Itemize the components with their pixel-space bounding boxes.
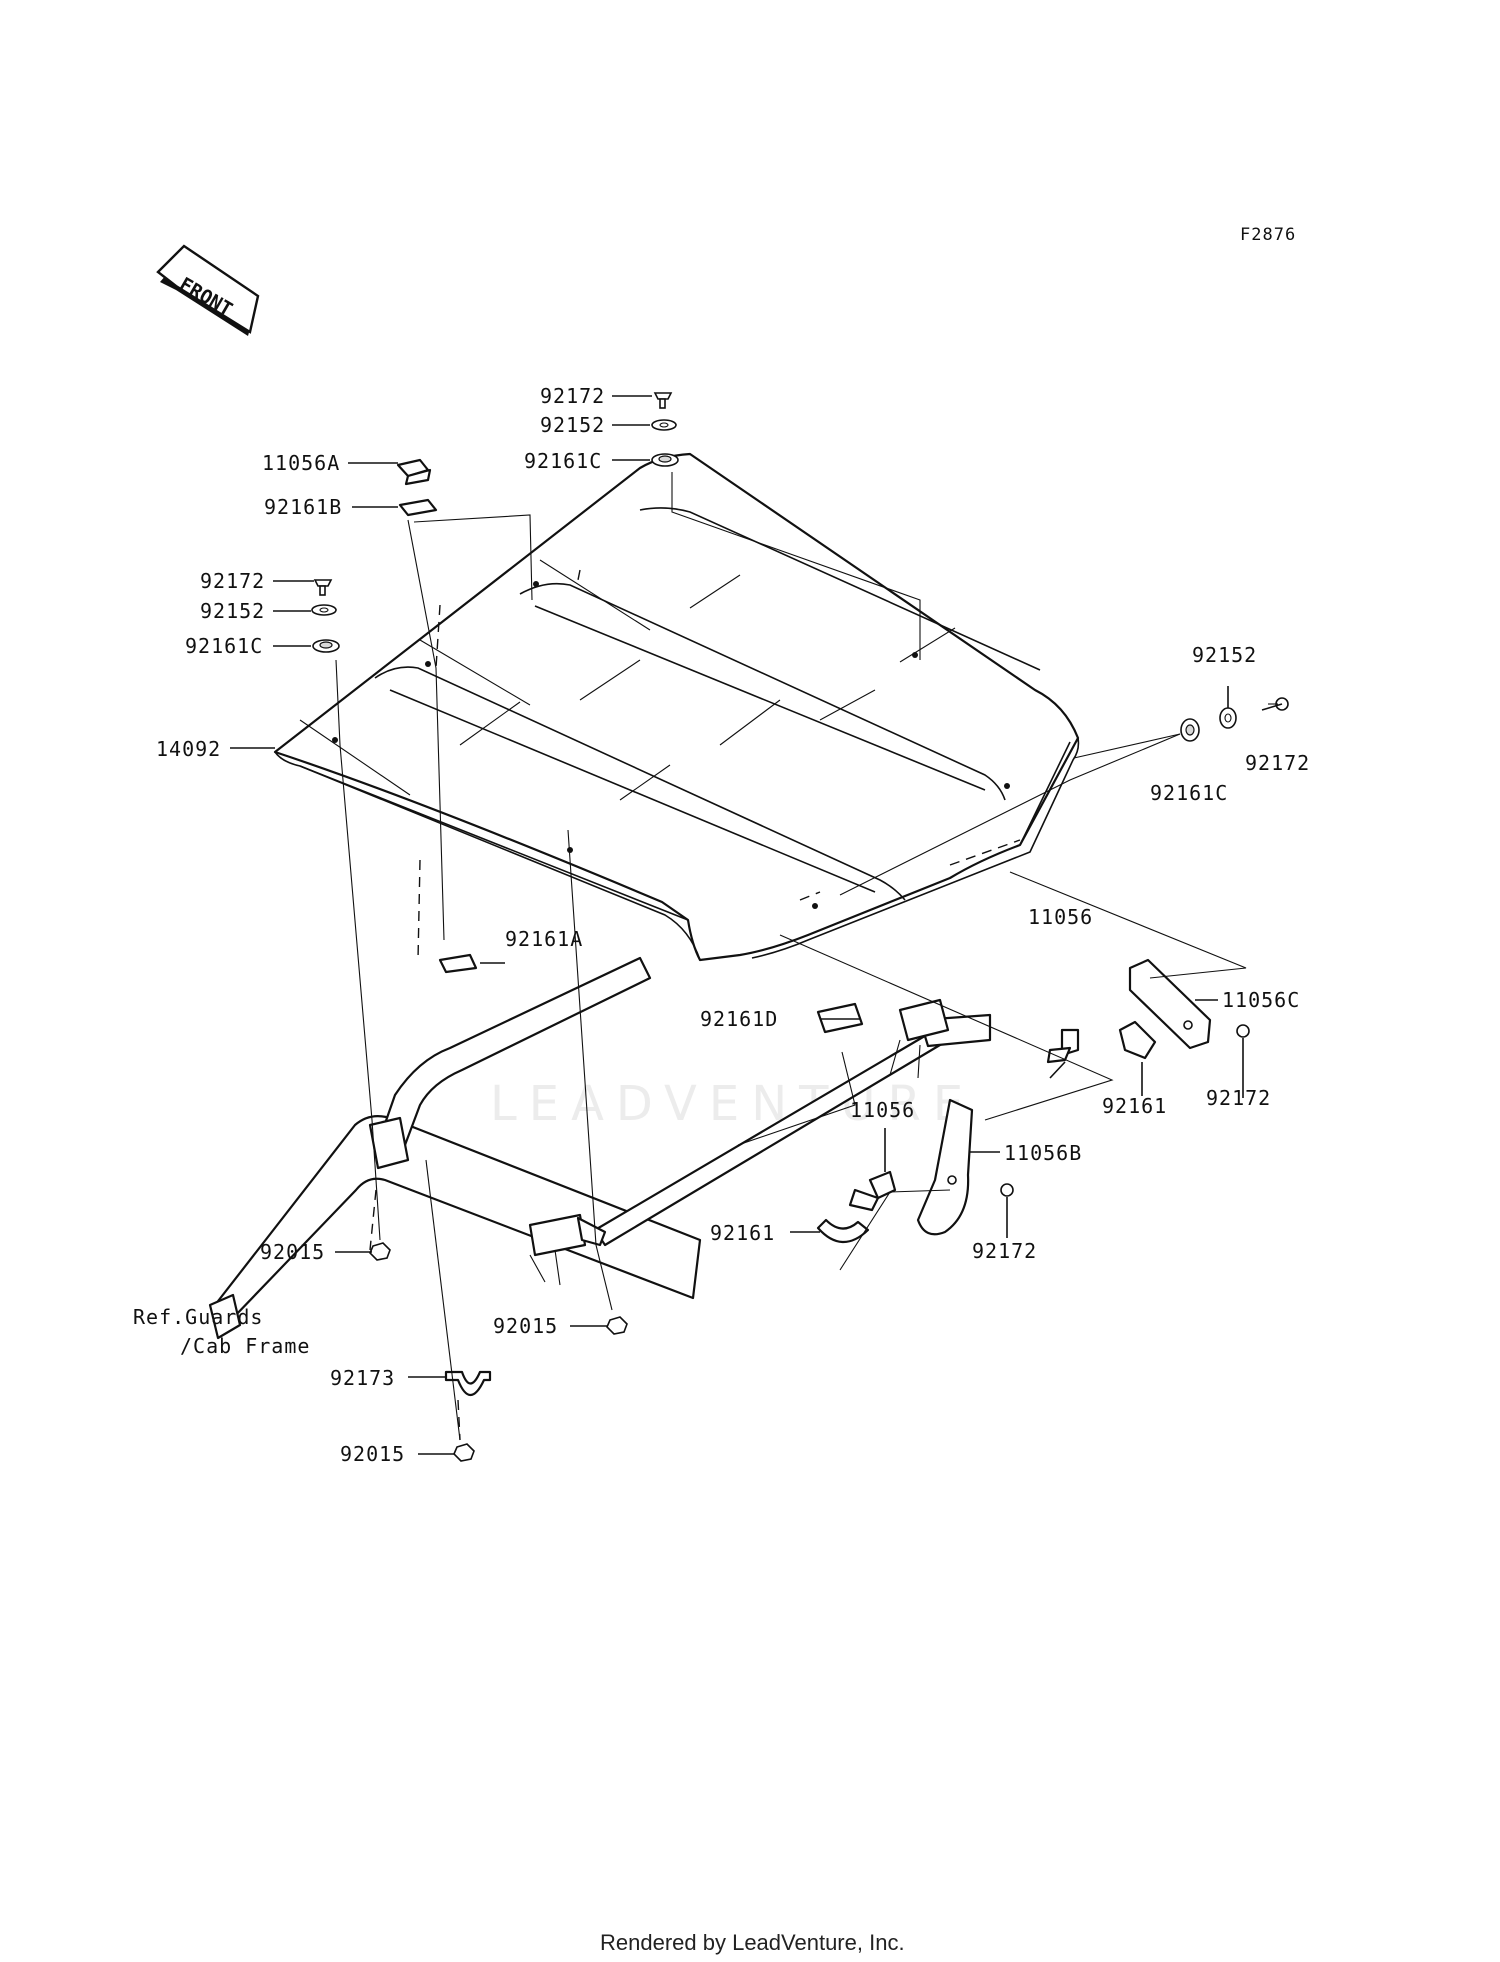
callout-11056-right[interactable]: 11056 bbox=[1028, 905, 1093, 929]
callout-92152-right[interactable]: 92152 bbox=[1192, 643, 1257, 667]
ref-cab-frame-label[interactable]: /Cab Frame bbox=[180, 1334, 310, 1358]
callout-92172-right-bolt[interactable]: 92172 bbox=[1206, 1086, 1271, 1110]
callout-92172-middle[interactable]: 92172 bbox=[972, 1239, 1037, 1263]
roof-panel bbox=[273, 452, 1080, 962]
rear-brackets bbox=[816, 958, 1212, 1244]
credit-text: Rendered by LeadVenture, Inc. bbox=[600, 1930, 905, 1955]
callout-92152-top[interactable]: 92152 bbox=[540, 413, 605, 437]
callout-92161C-top[interactable]: 92161C bbox=[524, 449, 602, 473]
callout-92161A[interactable]: 92161A bbox=[505, 927, 583, 951]
cab-frame bbox=[208, 956, 992, 1340]
callouts: 92172 92152 92161C 11056A 92161B 92172 9… bbox=[133, 384, 1310, 1466]
callout-92015-b[interactable]: 92015 bbox=[493, 1314, 558, 1338]
callout-14092[interactable]: 14092 bbox=[156, 737, 221, 761]
callout-92152-left[interactable]: 92152 bbox=[200, 599, 265, 623]
callout-92172-right[interactable]: 92172 bbox=[1245, 751, 1310, 775]
callout-92172-top[interactable]: 92172 bbox=[540, 384, 605, 408]
callout-11056B[interactable]: 11056B bbox=[1004, 1141, 1082, 1165]
callout-92161C-left[interactable]: 92161C bbox=[185, 634, 263, 658]
callout-92161D[interactable]: 92161D bbox=[700, 1007, 778, 1031]
hardware bbox=[311, 392, 1289, 1462]
callout-92161-middle[interactable]: 92161 bbox=[710, 1221, 775, 1245]
callout-92161C-right[interactable]: 92161C bbox=[1150, 781, 1228, 805]
leader-lines bbox=[230, 395, 1283, 1455]
watermark-text: LEADVENTURE bbox=[490, 1076, 975, 1132]
callout-11056-middle[interactable]: 11056 bbox=[850, 1098, 915, 1122]
callout-92173[interactable]: 92173 bbox=[330, 1366, 395, 1390]
callout-11056C[interactable]: 11056C bbox=[1222, 988, 1300, 1012]
callout-92015-c[interactable]: 92015 bbox=[340, 1442, 405, 1466]
front-arrow-icon: FRONT bbox=[156, 244, 260, 336]
callout-92161-right[interactable]: 92161 bbox=[1102, 1094, 1167, 1118]
watermark: LEADVENTURE bbox=[490, 1076, 975, 1132]
figure-code: F2876 bbox=[1240, 225, 1296, 245]
callout-11056A[interactable]: 11056A bbox=[262, 451, 340, 475]
callout-92161B[interactable]: 92161B bbox=[264, 495, 342, 519]
callout-92172-left[interactable]: 92172 bbox=[200, 569, 265, 593]
ref-guards-label[interactable]: Ref.Guards bbox=[133, 1305, 263, 1329]
callout-92015-a[interactable]: 92015 bbox=[260, 1240, 325, 1264]
